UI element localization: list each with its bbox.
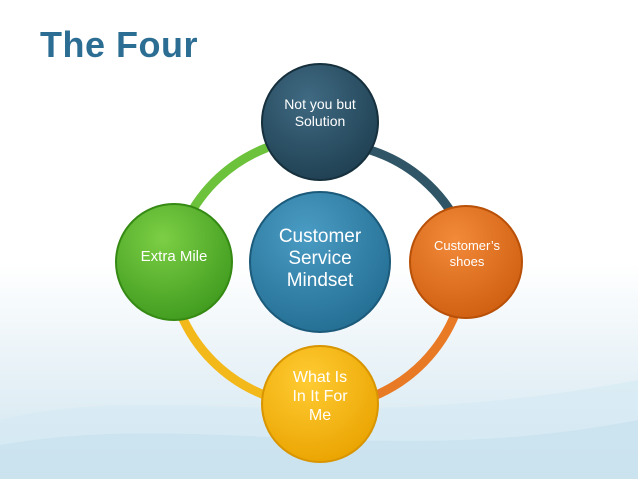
node-left-label: Extra Mile <box>118 248 230 266</box>
node-center-line-1: Customer <box>278 226 362 247</box>
node-bottom-circle <box>261 345 379 463</box>
node-top-circle <box>261 63 379 181</box>
node-center-line-2: Service <box>288 247 352 269</box>
node-left-line-1: Extra Mile <box>140 248 208 265</box>
node-right-line-1: Customer’s <box>434 238 500 253</box>
node-center-label: Customer Service Mindset <box>254 226 386 292</box>
node-bottom-line-1: What Is <box>292 369 348 386</box>
node-right-line-2: shoes <box>449 253 485 269</box>
node-right-label: Customer’s shoes <box>412 238 522 269</box>
node-top-line-2: Solution <box>294 112 346 129</box>
node-bottom-label: What Is In It For Me <box>268 368 372 426</box>
arc-right-bottom <box>369 307 461 401</box>
node-bottom-line-2: In It For <box>292 388 348 406</box>
node-center-circle <box>249 191 391 333</box>
slide-title: The Four <box>40 24 198 65</box>
node-left-circle <box>115 203 233 321</box>
node-right-circle <box>409 205 523 319</box>
node-top-label: Not you but Solution <box>258 96 382 130</box>
node-center-line-3: Mindset <box>286 269 354 291</box>
node-bottom-line-3: Me <box>308 407 332 425</box>
node-top-line-1: Not you but <box>284 96 356 112</box>
arc-bottom-left <box>175 307 267 399</box>
